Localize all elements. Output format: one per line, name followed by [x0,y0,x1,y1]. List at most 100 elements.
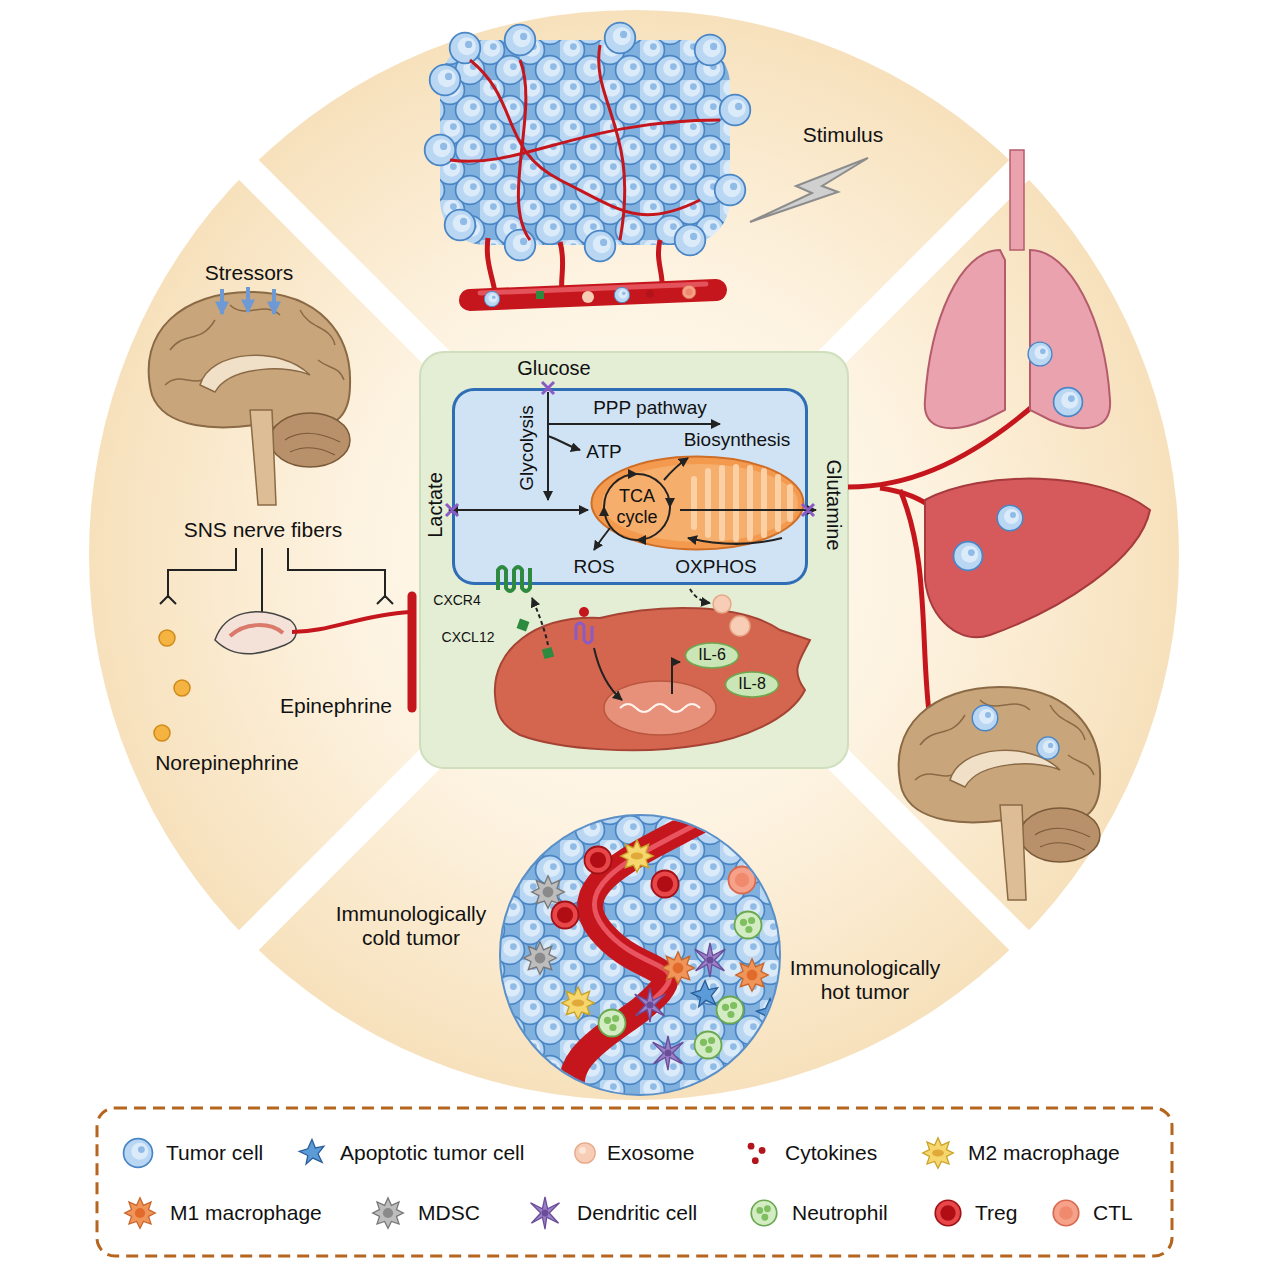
node-text: IL-8 [738,675,766,693]
cycle-arrow [637,507,670,540]
oval-fill [686,643,739,668]
lung-lobe [1030,250,1110,428]
legend-icon [371,1196,405,1230]
tumor-cell [505,25,536,56]
trachea [1010,150,1024,250]
treg [652,871,679,898]
oxphos-arrow [688,538,782,544]
exosome [730,616,750,636]
norepinephrine-dot [159,630,175,646]
cycle-arrow [604,507,637,540]
tumor-cell [715,175,746,206]
legend-icon-shape [125,1198,156,1229]
brain [899,687,1100,900]
mdsc [524,942,556,974]
lightning-bolt [750,158,868,222]
transporter [446,382,814,516]
m2-macrophage [562,987,594,1019]
legend-text: Tumor cell [166,1141,263,1165]
legend-text: Dendritic cell [577,1201,697,1225]
legend-icon [121,1136,155,1170]
dendritic-cell [653,1036,684,1070]
immune-cell [682,285,696,299]
blood-vessel [292,612,410,632]
receptor [576,623,592,643]
tumor-mass [440,40,730,245]
signal-arrow [594,648,622,700]
legend-frame [97,1108,1172,1256]
ppp-arrow [548,423,720,425]
annotation-label: CXCL12 [442,629,495,645]
tumor-cell [445,210,476,241]
sector-gap [34,0,1234,1155]
liver-metastasis [954,542,983,571]
legend-icon [1049,1196,1083,1230]
chemokine [536,291,544,299]
treg [585,847,612,874]
stressor-arrows [222,287,274,314]
annotation-label: Norepinephrine [155,751,299,775]
circulating-tumor-cell [484,291,499,306]
legend-text: Neutrophil [792,1201,888,1225]
legend-text: Apoptotic tumor cell [340,1141,524,1165]
cytokine-oval: IL-8 [725,671,779,698]
liver [925,479,1150,638]
legend-icon-shape [751,1200,777,1226]
adrenal-gland [215,612,296,654]
node-text: OXPHOS [675,556,756,578]
legend-text: MDSC [418,1201,480,1225]
transcription-arrow [672,662,680,694]
node-text: ATP [586,441,622,463]
outer-membrane [592,457,804,550]
node-text: IL-6 [698,646,726,664]
biosynthesis-arrow [664,458,688,480]
lactate-arrow [449,509,548,511]
secretion-arrow [690,589,710,603]
m1-macrophage [662,952,694,984]
legend-icon [931,1196,965,1230]
annotation-label: Glutamine [822,459,845,550]
annotation-label: Immunologically cold tumor [321,902,501,950]
legend-icon [747,1196,781,1230]
vessel-highlight [480,284,706,293]
nerve-fiber [168,548,385,612]
legend-icon-shape [1053,1200,1079,1226]
cycle-arrow [604,474,637,507]
sector-gap [34,0,1234,1155]
ligand [579,607,589,617]
adrenal-medulla [230,625,283,636]
nucleus [604,681,716,735]
dna [620,704,700,712]
treg [552,902,579,929]
oval-fill [726,672,779,697]
tumor-cell-box: GlycolysisPPP pathwayATPBiosynthesisROSO… [452,388,808,585]
cycle-arrow [637,474,670,507]
legend-icon-shape [299,1139,324,1164]
tumor-outline [500,815,780,1095]
annotation-label: SNS nerve fibers [184,518,343,542]
center-panel [420,352,848,768]
lung-lobe [925,250,1005,428]
tumor-cell [605,23,636,54]
cristae [694,467,790,539]
tumor-cell [450,33,481,64]
annotation-label: Lactate [424,472,447,538]
legend-icon [123,1196,157,1230]
legend-text: M2 macrophage [968,1141,1120,1165]
node-text: PPP pathway [593,397,707,419]
vessel-highlight [594,814,715,1006]
tumor-cell [430,65,461,96]
annotation-label: Stimulus [803,123,884,147]
legend-icon-shape [373,1198,404,1229]
tumor-contents [524,810,783,1100]
legend-icon-shape [923,1138,954,1169]
pyruvate-arrow [548,509,588,511]
legend-icon-shape [124,1139,153,1168]
stressor-arrow [246,287,250,312]
legend-icon [921,1136,955,1170]
legend-text: Exosome [607,1141,695,1165]
neutrophil [599,1010,626,1037]
legend-icon-shape [935,1200,961,1226]
tumor-microenvironment [500,815,780,1095]
